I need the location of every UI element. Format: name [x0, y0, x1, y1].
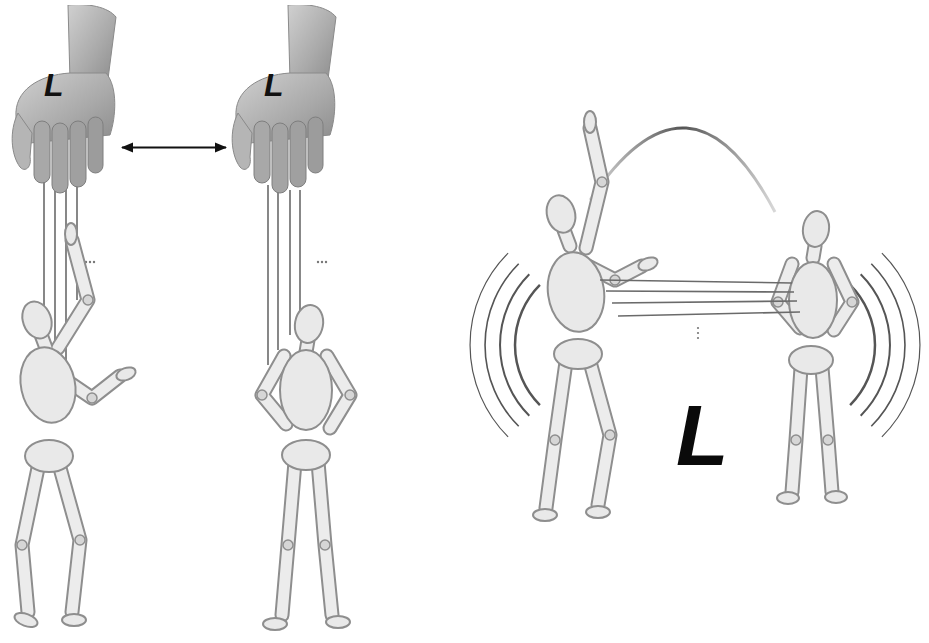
double-arrow [122, 147, 226, 149]
puppeteer-hand: L [8, 5, 120, 195]
puppeteer-hand: L [228, 5, 340, 195]
puppet-strings [600, 280, 800, 316]
mannequin-figure [773, 209, 857, 504]
hand-letter: L [264, 69, 284, 101]
hand-letter: L [44, 69, 64, 101]
big-letter: L [676, 392, 729, 478]
mannequin-figure [13, 223, 138, 630]
hand-shape [228, 5, 340, 195]
mannequin-figure [257, 303, 355, 630]
hand-shape [8, 5, 120, 195]
connection-arc [590, 128, 775, 212]
